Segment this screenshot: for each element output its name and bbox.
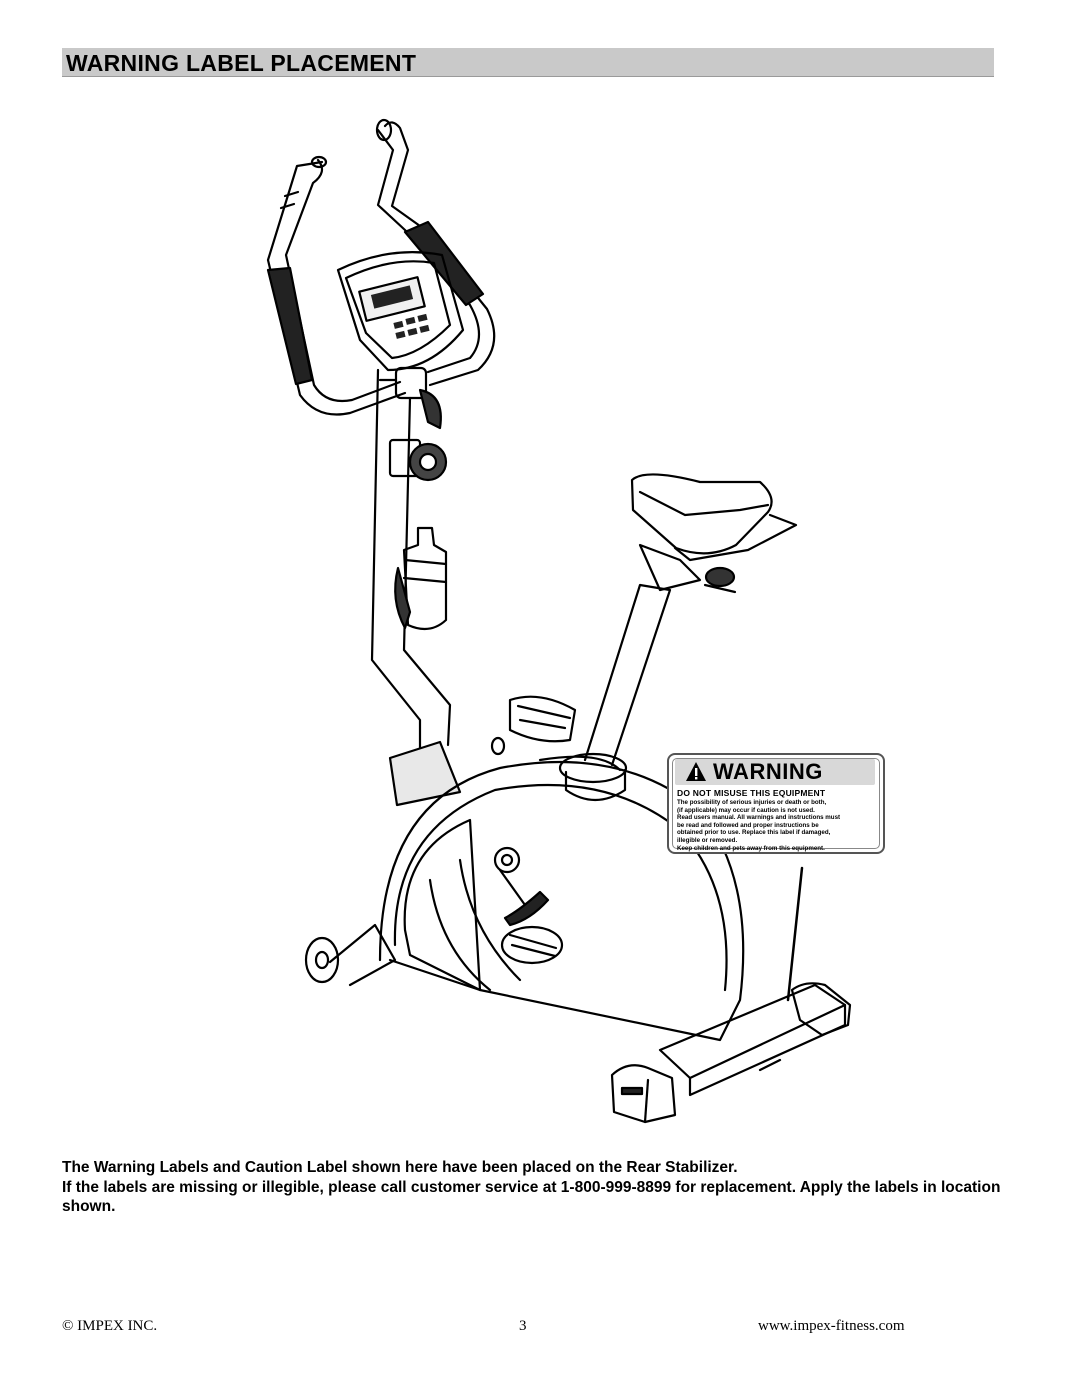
warning-label-line: be read and followed and proper instruct…: [677, 821, 819, 829]
warning-label-line: illegible or removed.: [677, 836, 738, 844]
pedal-front: [490, 695, 577, 756]
warning-label-line: Read users manual. All warnings and inst…: [677, 814, 841, 822]
warning-label-line: Keep children and pets away from this eq…: [677, 844, 825, 852]
warning-label-subhead: DO NOT MISUSE THIS EQUIPMENT: [677, 788, 826, 798]
caption-line-2: If the labels are missing or illegible, …: [62, 1178, 1001, 1216]
handlebar: [266, 118, 496, 416]
pedal-crank: [493, 846, 564, 965]
upright-post: [370, 368, 452, 752]
handlebar-knob: [378, 366, 442, 430]
page-title: WARNING LABEL PLACEMENT: [66, 50, 417, 76]
footer-website: www.impex-fitness.com: [758, 1318, 905, 1334]
warning-label-border: [672, 758, 880, 849]
console: [336, 251, 465, 372]
warning-label-line: The possibility of serious injuries or d…: [677, 799, 827, 806]
caption-line-1: The Warning Labels and Caution Label sho…: [62, 1159, 738, 1176]
warning-label-line: (if applicable) may occur if caution is …: [677, 806, 815, 814]
footer-copyright: © IMPEX INC.: [62, 1318, 158, 1334]
warning-label-body: The possibility of serious injuries or d…: [677, 799, 879, 852]
label-leader-line: [786, 866, 804, 1002]
warning-label-title: WARNING: [713, 759, 823, 784]
rear-stabilizer: [610, 982, 852, 1124]
caption: The Warning Labels and Caution Label sho…: [62, 1158, 1002, 1217]
warning-label-header: WARNING: [675, 759, 875, 785]
water-bottle: [394, 526, 448, 631]
warning-label: WARNING DO NOT MISUSE THIS EQUIPMENT The…: [667, 753, 885, 854]
exercise-bike-illustration: [266, 118, 852, 1124]
footer-page-number: 3: [519, 1318, 527, 1334]
section-header: WARNING LABEL PLACEMENT: [62, 48, 994, 77]
frame-housing: [378, 583, 745, 1042]
warning-triangle-icon: [685, 761, 707, 783]
seat: [630, 473, 798, 594]
front-stabilizer: [304, 923, 397, 987]
warning-label-line: obtained prior to use. Replace this labe…: [677, 829, 831, 837]
